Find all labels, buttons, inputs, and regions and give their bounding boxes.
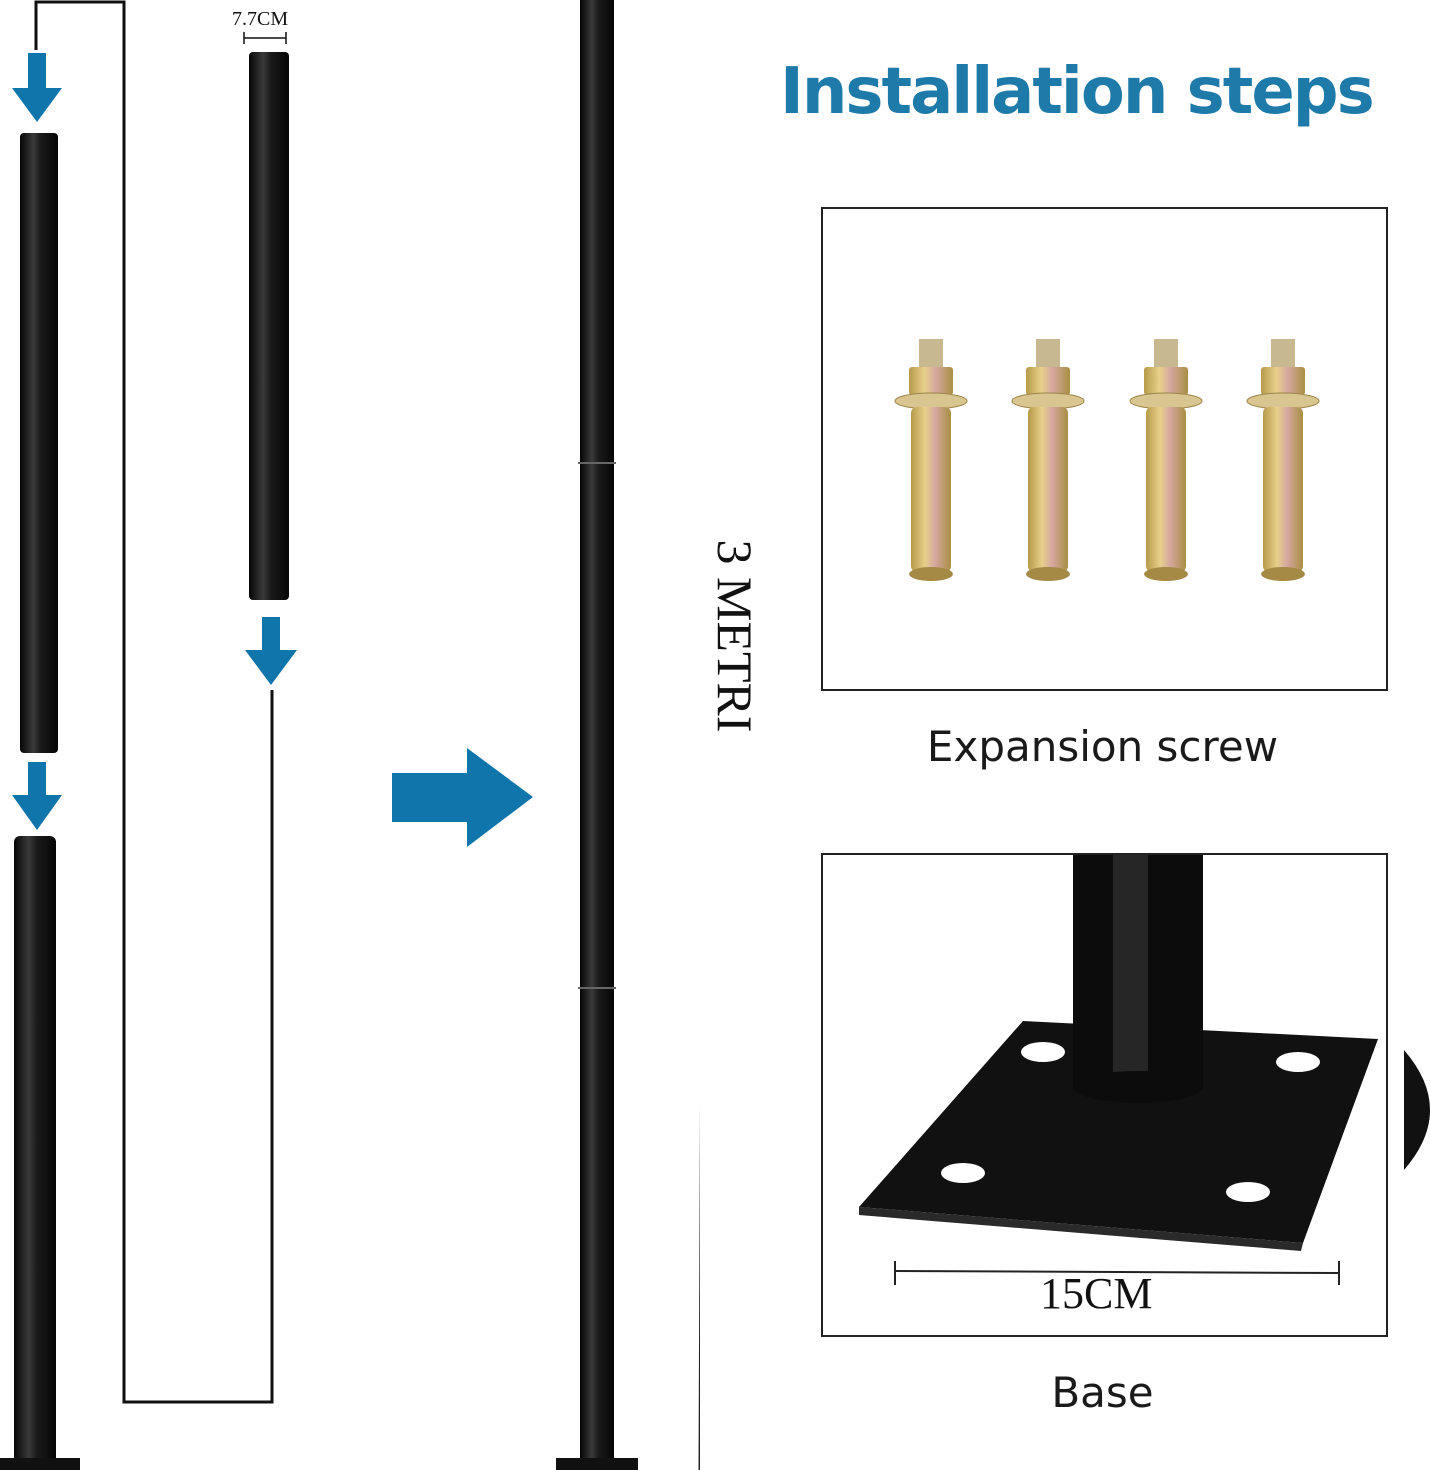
pole-segment-top-right <box>249 52 289 600</box>
expansion-screw-icon <box>894 339 1320 581</box>
pole-segment-bottom-left <box>14 836 56 1470</box>
base-plate-icon <box>859 855 1378 1285</box>
assembly-diagram <box>0 0 700 1470</box>
base-caption: Base <box>1051 1368 1154 1417</box>
base-dimension-label: 15CM <box>1040 1269 1153 1318</box>
height-label: 3 METRI <box>707 539 763 733</box>
screw-4 <box>1246 339 1320 581</box>
page-title: Installation steps <box>780 55 1375 129</box>
expansion-screw-caption: Expansion screw <box>926 722 1279 771</box>
screw-3 <box>1129 339 1203 581</box>
arrow-down-icon <box>12 762 62 830</box>
arrow-down-icon <box>12 53 62 122</box>
pole-base-foot-left <box>0 1458 80 1470</box>
arrow-down-icon <box>245 617 297 685</box>
screw-1 <box>894 339 968 581</box>
assembled-pole-foot <box>556 1458 638 1470</box>
connector-lines <box>34 0 274 1404</box>
screw-2 <box>1011 339 1085 581</box>
expansion-screw-panel <box>821 207 1388 691</box>
pole-segment-top-left <box>20 133 58 753</box>
base-panel <box>821 853 1388 1337</box>
partial-object <box>1404 1050 1430 1170</box>
base-dimension-line <box>894 1261 1340 1285</box>
diameter-label: 7.7CM <box>232 8 289 30</box>
arrow-right-icon <box>392 748 533 847</box>
diameter-dimension <box>243 32 287 44</box>
assembled-pole <box>580 0 614 1470</box>
